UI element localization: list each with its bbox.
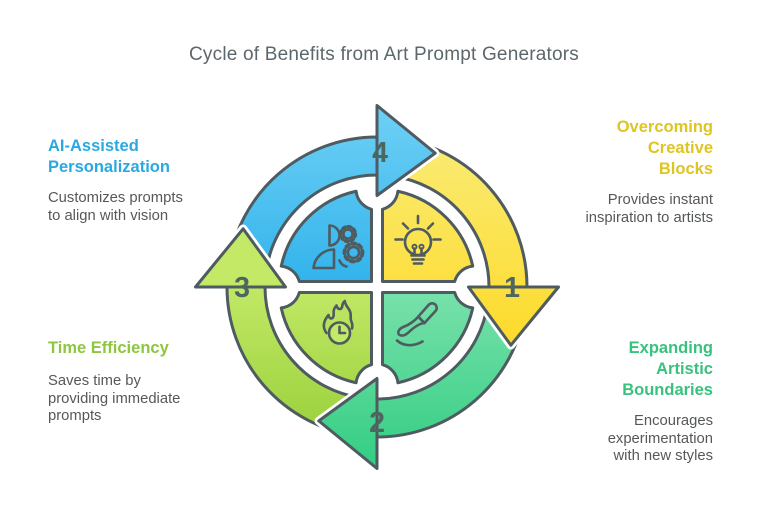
benefit-heading: AI-Assisted Personalization — [48, 137, 170, 176]
arrowhead-top — [375, 104, 437, 197]
arrowhead-bottom — [317, 377, 379, 470]
benefit-ai-assisted-personalization: AI-Assisted Personalization Customizes p… — [48, 136, 183, 225]
quadrant-top-right — [381, 189, 475, 283]
step-number-4: 4 — [372, 137, 388, 169]
benefit-heading: Overcoming Creative Blocks — [616, 118, 713, 178]
arrowhead-left — [194, 227, 287, 289]
lightbulb-icon — [394, 214, 442, 265]
benefit-overcoming-creative-blocks: Overcoming Creative Blocks Provides inst… — [586, 117, 713, 227]
person-gear-icon — [312, 224, 365, 270]
step-number-2: 2 — [369, 407, 385, 439]
benefit-time-efficiency: Time Efficiency Saves time by providing … — [48, 338, 180, 426]
flame-clock-icon — [322, 299, 354, 345]
quadrant-bottom-right — [381, 291, 475, 385]
benefit-description: Encourages experimentation with new styl… — [607, 413, 713, 464]
benefit-description: Provides instant inspiration to artists — [585, 192, 713, 226]
step-number-3: 3 — [234, 272, 250, 304]
benefit-description: Saves time by providing immediate prompt… — [48, 373, 181, 424]
benefit-expanding-artistic-boundaries: Expanding Artistic Boundaries Encourages… — [608, 338, 713, 466]
arrowhead-right — [467, 285, 560, 347]
benefit-heading: Expanding Artistic Boundaries — [622, 339, 713, 399]
paintbrush-icon — [395, 302, 438, 347]
cycle-diagram: 1 2 3 4 — [177, 87, 577, 487]
quadrant-bottom-left — [279, 291, 373, 385]
page-title: Cycle of Benefits from Art Prompt Genera… — [189, 44, 579, 65]
benefit-heading: Time Efficiency — [48, 339, 169, 357]
step-number-1: 1 — [504, 272, 520, 304]
benefit-description: Customizes prompts to align with vision — [48, 190, 183, 224]
